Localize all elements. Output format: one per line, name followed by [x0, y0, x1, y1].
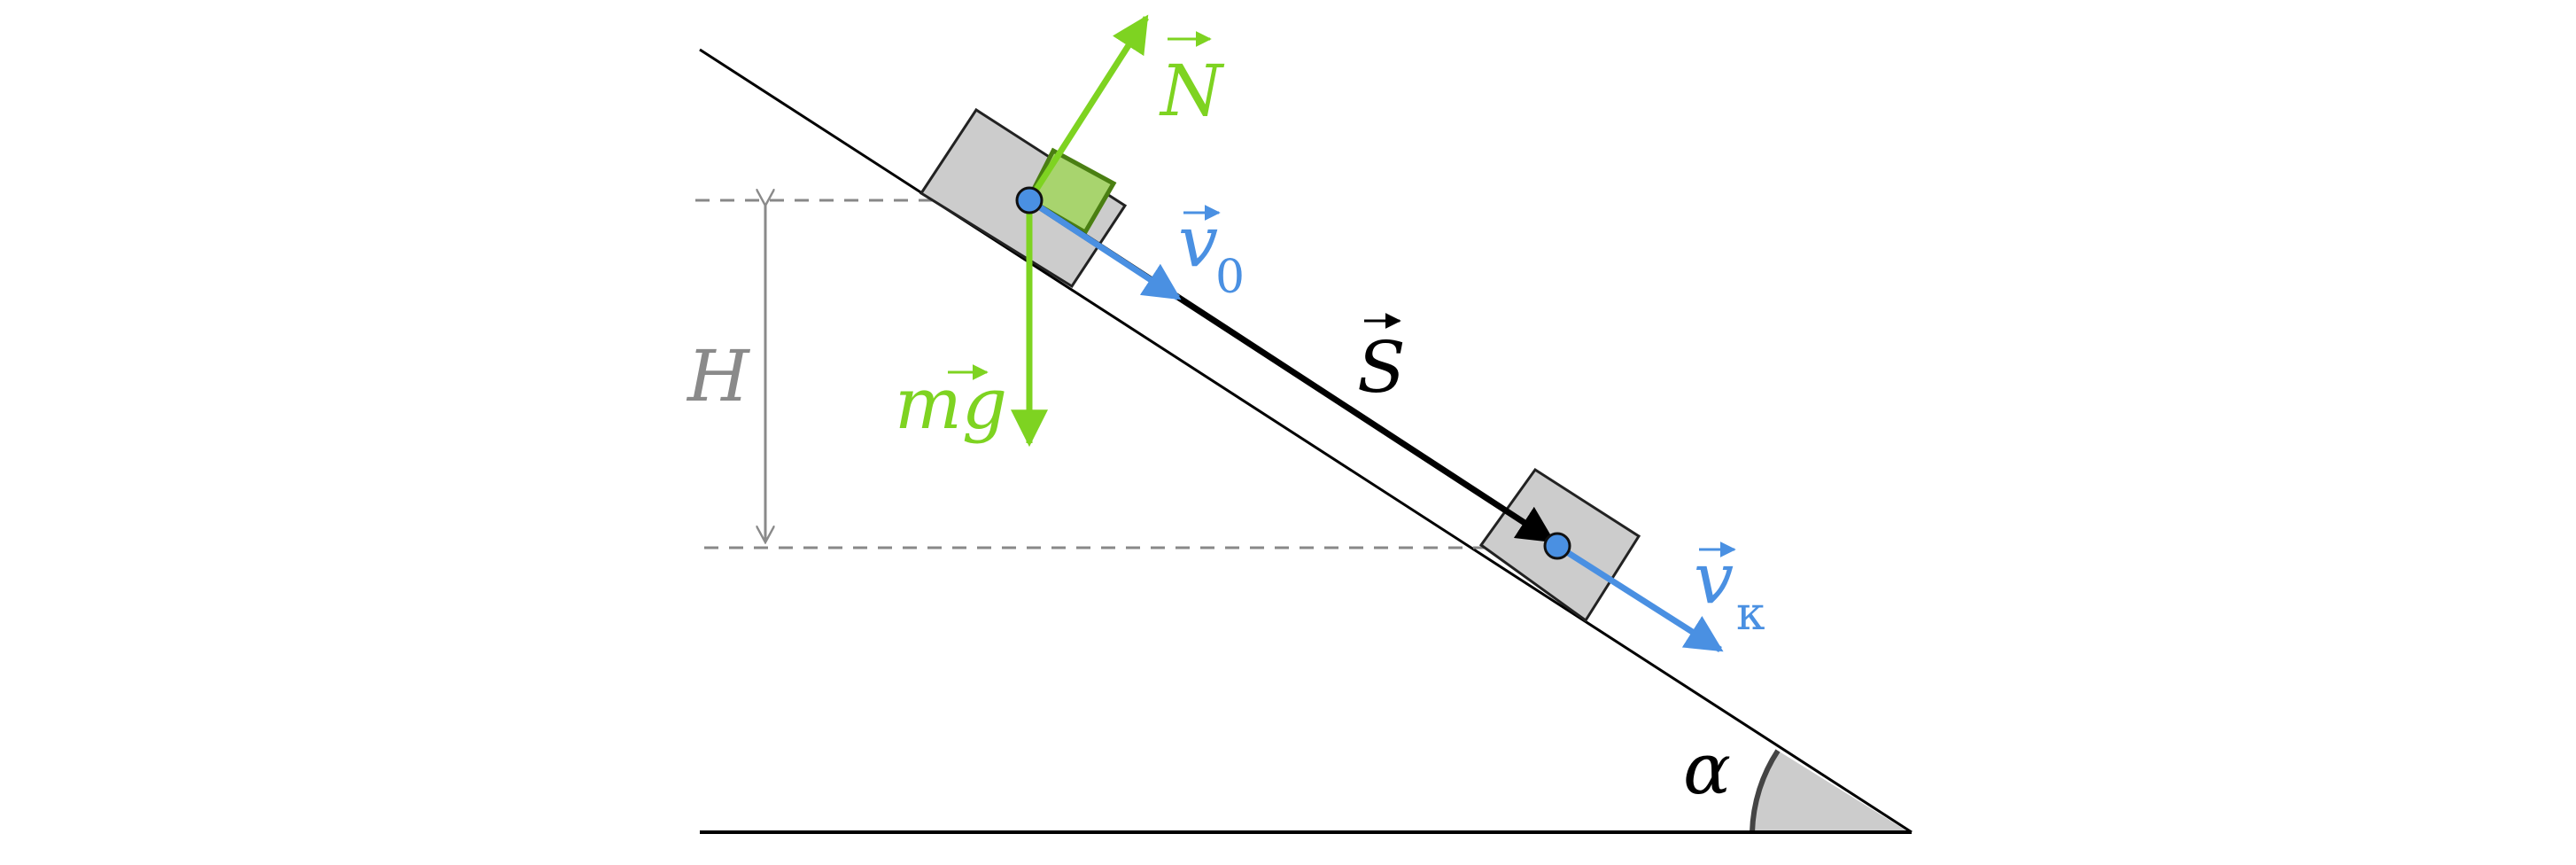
- initial-velocity-subscript: 0: [1215, 251, 1245, 304]
- initial-velocity-label: v 0: [1178, 200, 1245, 304]
- height-label: H: [686, 335, 751, 417]
- initial-velocity-arrow: [1028, 198, 1182, 300]
- normal-force-label: N: [1159, 31, 1225, 132]
- gravity-label: mg: [895, 362, 1007, 445]
- normal-force-arrow: [1027, 14, 1149, 202]
- displacement-text: S: [1357, 326, 1406, 409]
- normal-force-text: N: [1159, 50, 1225, 132]
- final-velocity-subscript: к: [1736, 588, 1765, 641]
- initial-position-point: [1015, 186, 1044, 214]
- displacement-label: S: [1357, 313, 1406, 409]
- angle-arc: [1750, 749, 1781, 833]
- angle-region: [1752, 751, 1909, 832]
- gravity-text: mg: [895, 362, 1007, 445]
- angle-label: α: [1683, 728, 1731, 810]
- final-velocity-arrow: [1556, 543, 1724, 652]
- final-velocity-text: v: [1694, 537, 1734, 620]
- incline-surface: [699, 48, 1913, 834]
- final-position-point: [1543, 532, 1571, 560]
- initial-velocity-text: v: [1178, 200, 1218, 283]
- final-velocity-label: v к: [1694, 537, 1765, 641]
